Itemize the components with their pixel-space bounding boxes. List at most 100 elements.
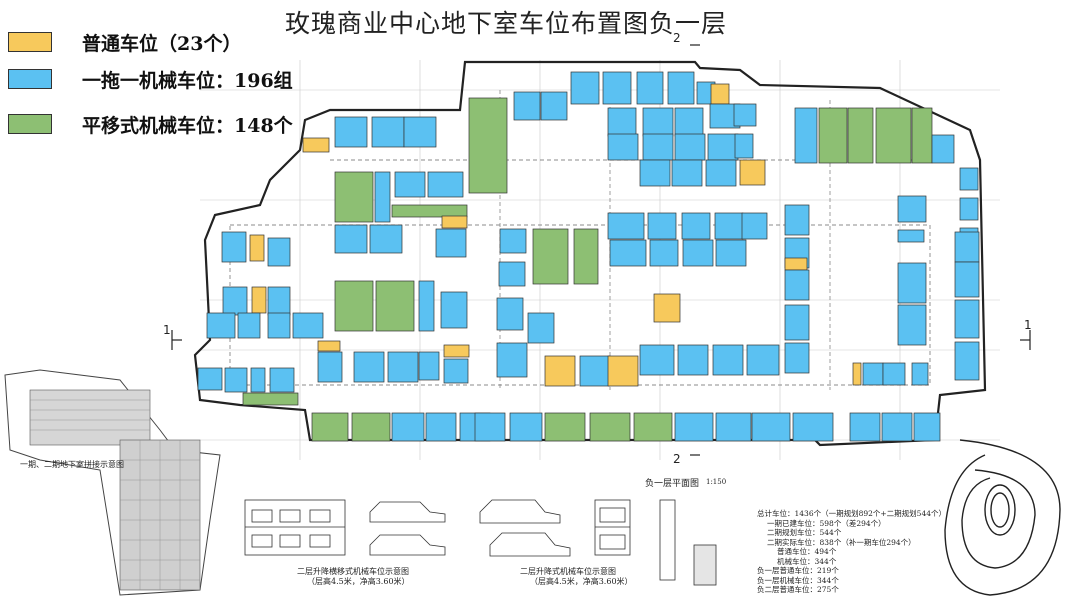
parking-spot <box>197 367 223 391</box>
parking-spot <box>570 71 600 105</box>
caption-lift-left: 二层升降横移式机械车位示意图 <box>297 567 409 576</box>
parking-spot <box>509 412 543 442</box>
axis-tag-bottom: 2 <box>673 452 681 466</box>
parking-spot <box>602 71 632 105</box>
parking-spot <box>897 195 927 223</box>
parking-spot <box>746 344 780 376</box>
parking-spot <box>784 304 810 341</box>
parking-spot <box>897 229 925 243</box>
parking-spot <box>741 212 768 240</box>
caption-lift-left-note: （层高4.5米，净高3.60米） <box>307 577 410 586</box>
parking-spot <box>667 71 695 105</box>
parking-spot <box>931 134 955 164</box>
parking-spot <box>751 412 791 442</box>
parking-spot <box>707 133 739 161</box>
parking-spot <box>674 412 714 442</box>
parking-spot <box>496 297 524 331</box>
parking-spot <box>734 133 754 159</box>
caption-site-plan: 一期、二期地下室拼接示意图 <box>20 460 124 469</box>
parking-spot <box>513 91 541 121</box>
parking-spot <box>527 312 555 344</box>
parking-spot <box>292 312 324 339</box>
parking-spot <box>715 412 752 442</box>
parking-spot <box>532 228 569 285</box>
parking-spot <box>498 261 526 287</box>
parking-spot <box>242 392 299 406</box>
parking-spot <box>474 412 506 442</box>
parking-spot <box>334 171 374 223</box>
parking-spot <box>250 367 266 393</box>
parking-spot <box>642 107 674 137</box>
stat-line: 一期已建车位：598个（差294个） <box>767 518 886 528</box>
axis-tag-top: 2 <box>673 31 681 45</box>
parking-spot <box>639 159 671 187</box>
legend-item-standard: 普通车位（23个） <box>8 29 241 55</box>
legend-swatch-one-drag-one <box>8 69 52 89</box>
parking-spot <box>375 280 415 332</box>
parking-spot <box>897 262 927 304</box>
parking-spot <box>847 107 874 164</box>
axis-markers <box>171 44 1031 456</box>
parking-spot <box>705 159 737 187</box>
parking-spot <box>224 367 248 393</box>
parking-spot <box>371 116 405 148</box>
legend-swatch-standard <box>8 32 52 52</box>
parking-spot <box>425 412 457 442</box>
parking-spot <box>249 234 265 262</box>
stat-line: 负二层普通车位：275个 <box>757 585 839 594</box>
stat-line: 二期规划车位：544个 <box>767 528 842 537</box>
parking-spot <box>642 133 674 161</box>
parking-spot <box>269 367 295 393</box>
parking-spot <box>441 215 468 229</box>
stat-line: 负一层普通车位：219个 <box>757 566 839 575</box>
parking-spot <box>589 412 631 442</box>
legend-label-translation: 平移式机械车位：148个 <box>82 114 293 137</box>
parking-spot <box>852 362 862 386</box>
parking-spot <box>496 342 528 378</box>
parking-spot <box>317 351 343 383</box>
parking-spot <box>334 280 374 332</box>
parking-spot <box>954 341 980 381</box>
stat-line: 普通车位：494个 <box>777 547 837 556</box>
parking-spot <box>710 83 730 105</box>
diagram-title: 玫瑰商业中心地下室车位布置图负一层 <box>285 9 728 38</box>
caption-lift-right: 二层升降式机械车位示意图 <box>520 567 616 576</box>
parking-spots <box>197 71 980 442</box>
parking-spot <box>862 362 884 386</box>
ramp-spiral <box>944 439 1061 596</box>
parking-spot <box>733 103 757 127</box>
parking-spot <box>674 133 706 161</box>
caption-floor-plan: 负一层平面图 <box>645 479 700 489</box>
stat-line: 总计车位：1436个（一期规划892个+二期规划544个） <box>757 509 947 518</box>
axis-tag-right: 1 <box>1024 318 1032 332</box>
parking-spot <box>897 304 927 346</box>
parking-spot <box>913 412 941 442</box>
parking-spot <box>674 107 704 137</box>
legend-item-one-drag-one: 一拖一机械车位：196组 <box>8 66 293 92</box>
parking-spot <box>784 257 808 271</box>
lift-diagram-right <box>479 499 717 586</box>
parking-spot <box>267 312 291 339</box>
parking-spot <box>911 107 933 164</box>
parking-spot <box>540 91 568 121</box>
parking-spot <box>609 239 647 267</box>
parking-spot <box>443 358 469 384</box>
parking-spot <box>311 412 349 442</box>
parking-spot <box>544 412 586 442</box>
parking-spot <box>334 224 368 254</box>
parking-spot <box>682 239 714 267</box>
parking-spot <box>544 355 576 387</box>
parking-spot <box>391 204 468 218</box>
legend-item-translation: 平移式机械车位：148个 <box>8 111 293 137</box>
parking-spot <box>394 171 426 198</box>
parking-spot <box>715 239 747 267</box>
parking-spot <box>435 228 467 258</box>
parking-spot <box>499 228 527 254</box>
parking-spot <box>784 204 810 236</box>
outer-wall <box>193 60 987 447</box>
parking-spot <box>222 286 248 316</box>
parking-spot <box>954 261 980 298</box>
parking-spot <box>221 231 247 263</box>
parking-spot <box>792 412 834 442</box>
parking-spot <box>881 412 913 442</box>
